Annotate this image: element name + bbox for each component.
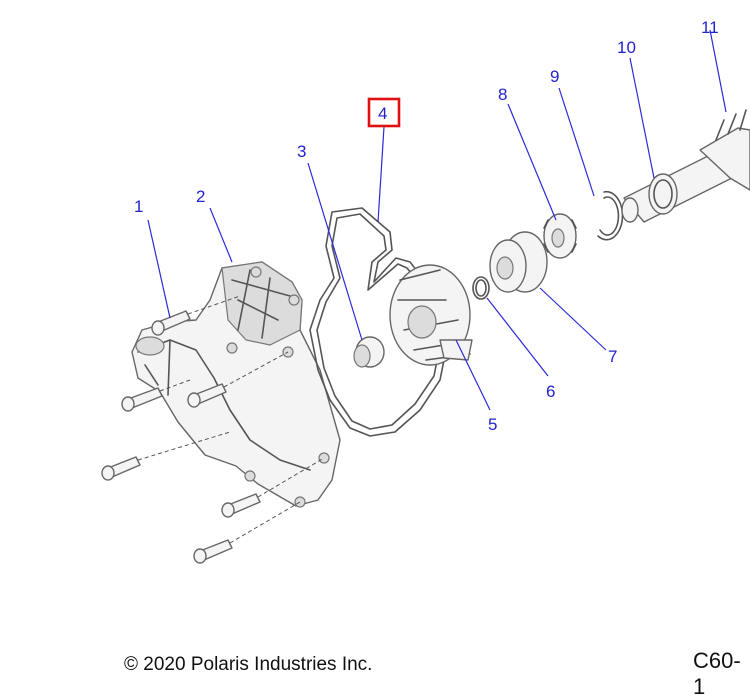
bolt-4 <box>101 431 231 481</box>
impeller <box>389 264 473 366</box>
callout-5[interactable]: 5 <box>488 415 497 434</box>
pump-housing <box>131 261 341 508</box>
callout-6[interactable]: 6 <box>546 382 555 401</box>
bolts <box>101 295 325 564</box>
castle-nut <box>543 213 577 259</box>
shaft-assembly <box>621 109 750 223</box>
gasket <box>309 207 449 437</box>
callout-2[interactable]: 2 <box>196 187 205 206</box>
bolt-6 <box>193 501 301 564</box>
o-ring <box>472 276 490 300</box>
bolt-5 <box>221 457 325 518</box>
gear <box>699 127 750 191</box>
bushing <box>353 336 385 368</box>
callout-10[interactable]: 10 <box>617 38 636 57</box>
callout-3[interactable]: 3 <box>297 142 306 161</box>
callout-8[interactable]: 8 <box>498 85 507 104</box>
exploded-parts-diagram: 1 2 3 4 5 6 7 8 9 10 11 <box>101 18 750 564</box>
seal-assembly <box>489 231 548 293</box>
leader-lines <box>147 29 727 411</box>
callout-1[interactable]: 1 <box>134 197 143 216</box>
bolt-3 <box>187 351 289 408</box>
bolt-1 <box>151 295 241 336</box>
callout-labels: 1 2 3 4 5 6 7 8 9 10 11 <box>134 18 719 434</box>
figure-code: C60-1 <box>693 648 741 699</box>
snap-ring <box>597 190 624 241</box>
callout-9[interactable]: 9 <box>550 67 559 86</box>
callout-7[interactable]: 7 <box>608 347 617 366</box>
bolt-2 <box>121 379 191 412</box>
callout-11[interactable]: 11 <box>701 18 719 37</box>
callout-4[interactable]: 4 <box>378 104 387 123</box>
copyright-text: © 2020 Polaris Industries Inc. <box>124 654 373 675</box>
highlight-box <box>367 97 401 128</box>
